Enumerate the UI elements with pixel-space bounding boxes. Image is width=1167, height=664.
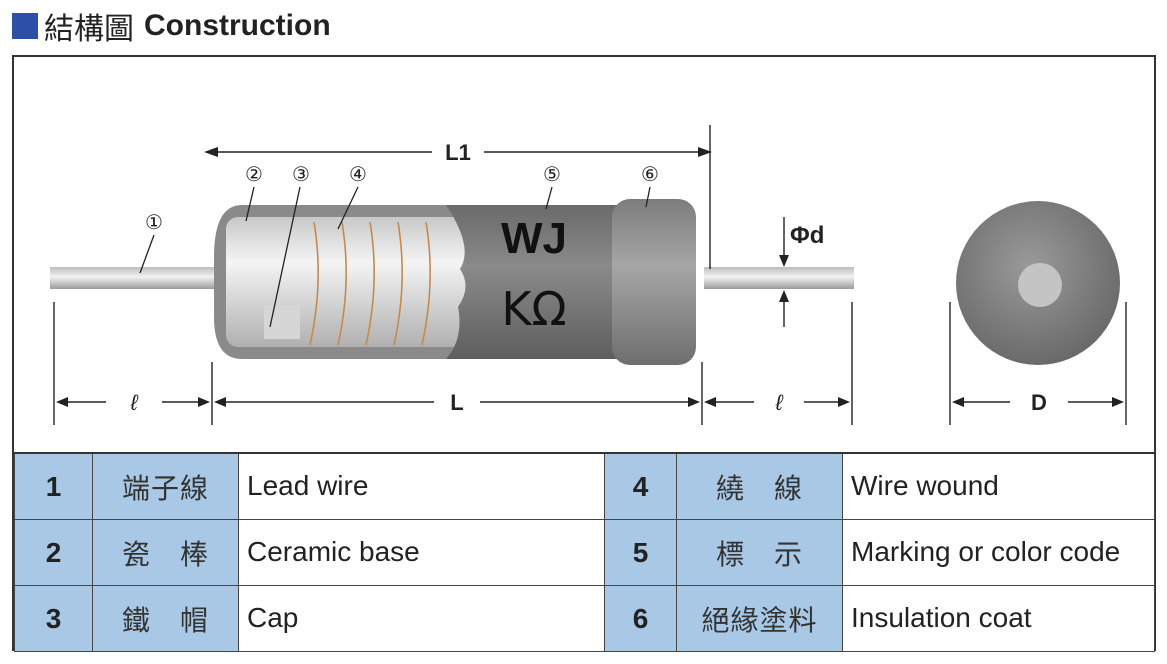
leader-4 [337, 186, 359, 230]
arrow-left-icon [704, 397, 716, 407]
title-en: Construction [144, 9, 331, 42]
part-name-en: Ceramic base [238, 519, 605, 586]
arrow-right-icon [1112, 397, 1124, 407]
callout-6: ⑥ [641, 162, 659, 186]
dim-label-lead-right: ℓ [774, 390, 783, 415]
arrow-right-icon [698, 147, 712, 157]
leader-6 [645, 186, 651, 208]
insulation-body [446, 205, 618, 359]
table-row: 2 瓷 棒 Ceramic base 5 標 示 Marking or colo… [14, 519, 1155, 586]
part-number: 2 [14, 519, 93, 586]
callout-2: ② [245, 162, 263, 186]
marking-line2: KΩ [501, 282, 566, 336]
part-name-zh: 瓷 棒 [92, 519, 239, 586]
part-name-en: Lead wire [238, 452, 605, 520]
part-name-en: Insulation coat [842, 585, 1155, 652]
part-number: 5 [604, 519, 677, 586]
arrow-left-icon [952, 397, 964, 407]
part-number: 6 [604, 585, 677, 652]
arrow-left-icon [204, 147, 218, 157]
leader-3 [269, 186, 301, 328]
marking-line1: WJ [501, 214, 567, 263]
callout-5: ⑤ [543, 162, 561, 186]
part-name-zh: 端子線 [92, 452, 239, 520]
arrow-left-icon [214, 397, 226, 407]
part-number: 1 [14, 452, 93, 520]
wire-windings [309, 221, 431, 346]
part-name-zh: 絕緣塗料 [676, 585, 843, 652]
dim-label-lead-left: ℓ [129, 390, 138, 415]
part-name-zh: 鐵 帽 [92, 585, 239, 652]
lead-wire-left [50, 267, 230, 289]
table-row: 1 端子線 Lead wire 4 繞 線 Wire wound [14, 452, 1155, 520]
title-zh: 結構圖 [44, 12, 134, 47]
callout-3: ③ [292, 162, 310, 186]
arrow-down-icon [779, 255, 789, 267]
part-number: 3 [14, 585, 93, 652]
arrow-up-icon [779, 290, 789, 302]
page-header: 結構圖 Construction [12, 6, 331, 47]
parts-table: 1 端子線 Lead wire 4 繞 線 Wire wound 2 瓷 棒 C… [14, 452, 1155, 652]
dim-label-d: Φd [790, 222, 824, 249]
lead-wire-right [704, 267, 854, 289]
arrow-right-icon [838, 397, 850, 407]
part-name-en: Wire wound [842, 452, 1155, 520]
construction-frame: WJ KΩ ① ② ③ ④ ⑤ ⑥ L1 [12, 55, 1156, 652]
part-name-en: Cap [238, 585, 605, 652]
end-view-lead [1018, 263, 1062, 307]
dim-label-D: D [1031, 390, 1047, 415]
cap-marker [264, 305, 300, 339]
callout-1: ① [145, 210, 163, 234]
part-name-zh: 標 示 [676, 519, 843, 586]
table-row: 3 鐵 帽 Cap 6 絕緣塗料 Insulation coat [14, 585, 1155, 652]
dim-label-L: L [450, 390, 463, 415]
part-name-en: Marking or color code [842, 519, 1155, 586]
arrow-right-icon [688, 397, 700, 407]
title-square-icon [12, 13, 38, 39]
callout-4: ④ [349, 162, 367, 186]
part-number: 4 [604, 452, 677, 520]
arrow-left-icon [56, 397, 68, 407]
dim-label-L1: L1 [445, 140, 471, 165]
insulation-coat-cap [612, 199, 696, 365]
leader-1 [139, 234, 155, 274]
leader-2 [245, 186, 255, 222]
arrow-right-icon [198, 397, 210, 407]
part-name-zh: 繞 線 [676, 452, 843, 520]
leader-5 [545, 186, 553, 210]
resistor-diagram: WJ KΩ ① ② ③ ④ ⑤ ⑥ L1 [50, 125, 1127, 425]
